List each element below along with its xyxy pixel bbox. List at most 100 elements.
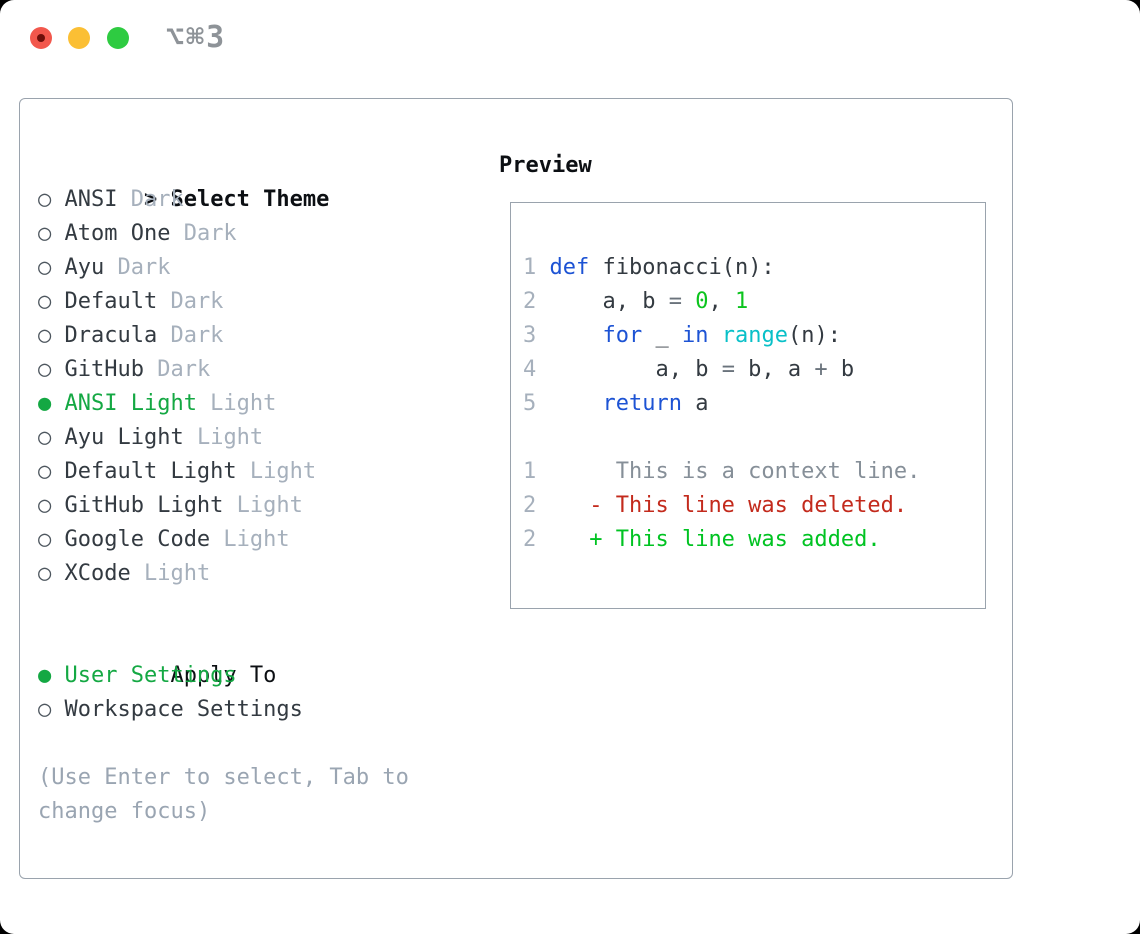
theme-variant-label: Light — [130, 561, 211, 586]
titlebar: ⌥⌘3 — [0, 0, 1140, 76]
theme-variant-label: Dark — [170, 221, 237, 246]
theme-variant-label: Light — [223, 493, 303, 518]
code-line: 2 a, b = 0, 1 — [523, 285, 981, 319]
theme-item-label: GitHub — [64, 357, 144, 382]
line-number: 3 — [523, 323, 550, 348]
theme-variant-label: Light — [196, 391, 277, 416]
radio-unselected-icon: ○ — [38, 221, 52, 246]
code-line: 5 return a — [523, 387, 981, 421]
radio-unselected-icon: ○ — [38, 493, 52, 518]
theme-item-atom-one[interactable]: ○Atom One Dark — [38, 217, 462, 251]
theme-variant-label: Dark — [157, 323, 224, 348]
zoom-button[interactable] — [107, 27, 129, 49]
code-token-del: - This line was deleted. — [549, 493, 908, 518]
theme-item-ansi-light[interactable]: ●ANSI Light Light — [38, 387, 462, 421]
code-token-add: + This line was added. — [549, 527, 881, 552]
theme-item-label: ANSI — [64, 187, 118, 212]
code-token-plain — [550, 391, 603, 416]
theme-item-google-code[interactable]: ○Google Code Light — [38, 523, 462, 557]
theme-variant-label: Dark — [157, 289, 224, 314]
radio-unselected-icon: ○ — [38, 289, 52, 314]
theme-item-dracula[interactable]: ○ Dracula Dark — [38, 319, 462, 353]
radio-unselected-icon: ○ — [38, 697, 52, 722]
line-number: 2 — [523, 527, 550, 552]
theme-variant-label: Light — [210, 527, 290, 552]
radio-unselected-icon: ○ — [38, 561, 52, 586]
theme-item-ansi[interactable]: ○ANSI Dark — [38, 183, 462, 217]
line-number: 2 — [523, 289, 550, 314]
code-token-num: 1 — [734, 289, 749, 314]
code-token-plain: fibonacci(n): — [589, 255, 775, 280]
radio-unselected-icon: ○ — [38, 459, 52, 484]
code-token-plain: a, b — [549, 357, 722, 382]
theme-variant-label: Dark — [104, 255, 171, 280]
code-token-builtin: range — [721, 323, 788, 348]
code-token-plain — [708, 323, 721, 348]
theme-variant-label: Light — [183, 425, 264, 450]
code-token-ctx: This is a context line. — [549, 459, 921, 484]
code-token-plain: , — [708, 289, 735, 314]
code-token-kw: return — [602, 391, 682, 416]
code-line: 1 def fibonacci(n): — [523, 251, 981, 285]
theme-item-label: Dracula — [64, 323, 158, 348]
apply-option-user-settings[interactable]: ●User Settings — [38, 659, 462, 693]
theme-item-label: GitHub Light — [64, 493, 224, 518]
theme-variant-label: Dark — [117, 187, 184, 212]
theme-item-xcode[interactable]: ○ XCode Light — [38, 557, 462, 591]
theme-variant-label: Light — [236, 459, 317, 484]
theme-item-label: Ayu — [64, 255, 105, 280]
radio-unselected-icon: ○ — [38, 323, 52, 348]
theme-item-github-light[interactable]: ○ GitHub Light Light — [38, 489, 462, 523]
radio-unselected-icon: ○ — [38, 357, 52, 382]
theme-item-label: XCode — [64, 561, 131, 586]
select-theme-heading: > Select Theme — [38, 149, 462, 212]
theme-variant-label: Dark — [143, 357, 211, 382]
code-token-num: 0 — [695, 289, 709, 314]
code-token-plain: a, b — [549, 289, 669, 314]
code-line: 2 - This line was deleted. — [523, 489, 981, 523]
theme-item-github[interactable]: ○ GitHub Dark — [38, 353, 462, 387]
theme-item-label: Ayu Light — [64, 425, 184, 450]
pointer-icon: > — [143, 187, 158, 212]
code-token-kw: for — [602, 323, 643, 348]
theme-item-label: Default Light — [64, 459, 237, 484]
theme-item-ayu-light[interactable]: ○ Ayu Light Light — [38, 421, 462, 455]
apply-option-workspace-settings[interactable]: ○Workspace Settings — [38, 693, 462, 727]
code-token-plain: b, a — [734, 357, 815, 382]
close-button[interactable] — [30, 27, 52, 49]
apply-to-list: ●User Settings○Workspace Settings — [38, 659, 462, 727]
theme-item-default-light[interactable]: ○ Default Light Light — [38, 455, 462, 489]
code-token-plain: b — [827, 357, 855, 382]
code-line: 1 This is a context line. — [523, 455, 981, 489]
code-line: 4 a, b = b, a + b — [523, 353, 981, 387]
preview-heading: Preview — [499, 153, 592, 178]
spacer — [38, 591, 462, 625]
apply-to-title: Apply To — [170, 663, 277, 688]
theme-item-label: ANSI Light — [64, 391, 197, 416]
line-number: 2 — [523, 493, 550, 518]
radio-unselected-icon: ○ — [38, 425, 52, 450]
minimize-button[interactable] — [68, 27, 90, 49]
code-line: 2 + This line was added. — [523, 523, 981, 557]
line-number: 1 — [523, 459, 550, 484]
code-token-plain: (n): — [787, 323, 841, 348]
theme-item-label: Default — [64, 289, 158, 314]
theme-item-ayu[interactable]: ○Ayu Dark — [38, 251, 462, 285]
close-button-dot-icon — [37, 34, 45, 42]
apply-to-heading: Apply To — [38, 625, 462, 688]
code-line — [523, 421, 981, 455]
line-number — [523, 425, 550, 450]
theme-item-default[interactable]: ○ Default Dark — [38, 285, 462, 319]
code-token-plain — [682, 289, 695, 314]
code-token-op: = — [721, 357, 735, 382]
select-theme-title: Select Theme — [170, 187, 330, 212]
radio-selected-icon: ● — [38, 663, 52, 688]
code-token-plain: _ — [642, 323, 682, 348]
code-token-kw: def — [549, 255, 590, 280]
keyboard-shortcut-label: ⌥⌘3 — [166, 20, 227, 55]
line-number: 1 — [523, 255, 550, 280]
line-number: 4 — [523, 357, 550, 382]
